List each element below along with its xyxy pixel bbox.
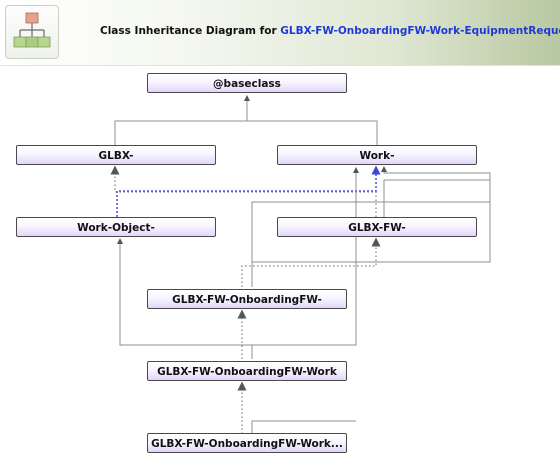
connector-glbx-fw-to-glbx [110, 165, 377, 217]
connector-work-to-baseclass [247, 120, 378, 145]
glbx-node[interactable]: GLBX- [16, 145, 216, 165]
diagram-header: Class Inheritance Diagram for GLBX-FW-On… [0, 0, 560, 66]
glbx-fw-onboarding-node[interactable]: GLBX-FW-OnboardingFW- [147, 289, 347, 309]
connector-onboarding-to-glbx-fw [241, 237, 381, 287]
glbx-fw-node[interactable]: GLBX-FW- [277, 217, 477, 237]
connector-work-object-to-work [116, 165, 381, 217]
work-node[interactable]: Work- [277, 145, 477, 165]
baseclass-node[interactable]: @baseclass [147, 73, 347, 93]
connector-onboarding-to-work [252, 166, 491, 263]
title-class-name: GLBX-FW-OnboardingFW-Work-EquipmentReque… [280, 25, 560, 37]
glbx-fw-onboarding-work-node[interactable]: GLBX-FW-OnboardingFW-Work [147, 361, 347, 381]
connector-glbx-to-baseclass [114, 95, 250, 145]
title-prefix: Class Inheritance Diagram for [100, 25, 277, 37]
work-object-node[interactable]: Work-Object- [16, 217, 216, 237]
page-title: Class Inheritance Diagram for GLBX-FW-On… [100, 25, 560, 37]
connector-onboarding-work-to-work [251, 167, 359, 359]
class-hierarchy-icon [5, 5, 59, 59]
glbx-fw-onboarding-work-truncated-node[interactable]: GLBX-FW-OnboardingFW-Work... [147, 433, 347, 453]
